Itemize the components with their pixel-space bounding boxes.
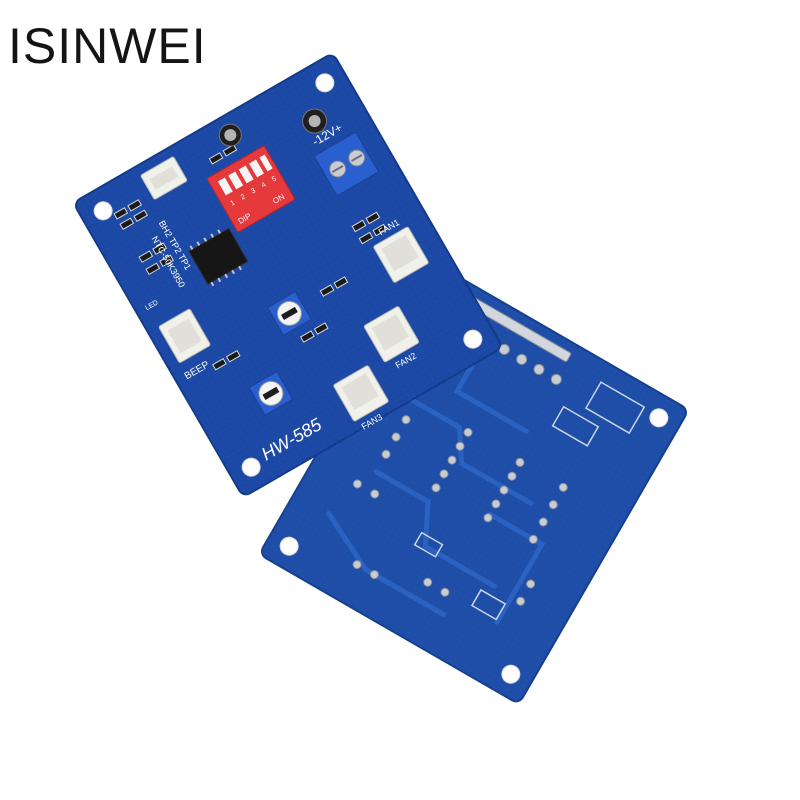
back-silkscreen	[413, 381, 646, 621]
dip-number: 4	[261, 181, 268, 189]
potentiometer-1	[266, 290, 312, 336]
pcb-board-top: 1 2 3 4 5 DIP ON	[75, 54, 501, 496]
fan-connector-2	[363, 306, 420, 363]
ic-solder-pads	[352, 415, 568, 606]
mounting-hole	[93, 201, 113, 221]
dip-toggle	[249, 159, 264, 178]
dip-number: 1	[229, 199, 236, 207]
dip-number: 2	[240, 193, 247, 201]
dip-toggle	[259, 154, 273, 172]
mounting-hole	[279, 536, 299, 556]
mounting-hole	[501, 664, 521, 684]
smd-components	[113, 144, 388, 371]
dip-number: 3	[250, 187, 257, 195]
fan-connector-3	[333, 365, 389, 422]
control-ic-chip	[188, 227, 249, 285]
dip-toggle	[228, 171, 244, 190]
fan-connector-1	[373, 226, 429, 283]
mounting-hole	[315, 73, 335, 93]
mounting-hole	[463, 329, 483, 349]
potentiometer-2	[248, 370, 294, 416]
brand-logo-text: ISINWEI	[8, 18, 207, 74]
mounting-hole	[649, 408, 669, 428]
capacitor-top	[218, 123, 242, 147]
dip-toggle	[217, 177, 233, 196]
dip-toggle	[238, 165, 254, 184]
mounting-hole	[241, 457, 261, 477]
power-terminal-block	[314, 132, 379, 196]
dip-number: 5	[271, 175, 278, 183]
dip-switch: 1 2 3 4 5 DIP ON	[207, 145, 295, 233]
capacitor-right	[302, 108, 328, 134]
